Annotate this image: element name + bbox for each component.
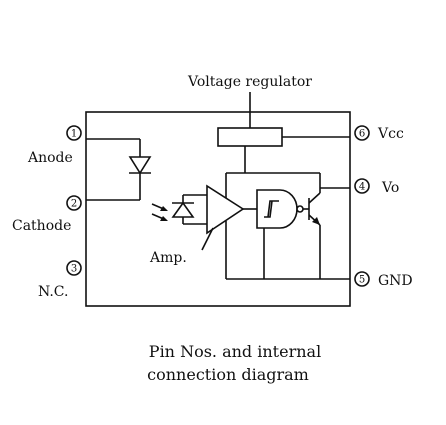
pin-6: 6 <box>354 125 370 141</box>
pin-3: 3 <box>66 260 82 276</box>
pin-label-anode: Anode <box>27 150 73 166</box>
pin-label-nc: N.C. <box>38 284 68 300</box>
svg-text:3: 3 <box>71 264 77 275</box>
light-arrows-icon <box>151 203 168 221</box>
pin-label-vcc: Vcc <box>377 126 404 142</box>
svg-text:2: 2 <box>71 199 77 210</box>
pin-label-cathode: Cathode <box>12 218 71 234</box>
pin-5: 5 <box>354 271 370 287</box>
amp-leader-line <box>201 227 214 251</box>
regulator-label: Voltage regulator <box>187 74 312 90</box>
photodiode-icon <box>171 201 195 218</box>
svg-text:4: 4 <box>359 182 365 193</box>
caption-line-2: connection diagram <box>147 365 309 384</box>
schmitt-trigger-gate-icon <box>256 189 298 229</box>
svg-text:1: 1 <box>71 129 77 140</box>
pin-2: 2 <box>66 195 82 211</box>
svg-text:5: 5 <box>359 275 365 286</box>
pin-label-gnd: GND <box>378 273 413 289</box>
hysteresis-icon <box>264 200 279 218</box>
amp-label: Amp. <box>149 250 187 266</box>
pin-4: 4 <box>354 178 370 194</box>
voltage-regulator-block <box>217 127 283 147</box>
caption-line-1: Pin Nos. and internal <box>149 342 321 361</box>
inverter-bubble-icon <box>296 205 304 213</box>
pin-1: 1 <box>66 125 82 141</box>
led-diode-icon <box>128 156 152 175</box>
amplifier-icon <box>206 184 245 235</box>
output-transistor-icon <box>308 185 321 279</box>
package-outline <box>85 111 351 307</box>
svg-text:6: 6 <box>359 129 365 140</box>
pin-label-vo: Vo <box>381 180 399 196</box>
